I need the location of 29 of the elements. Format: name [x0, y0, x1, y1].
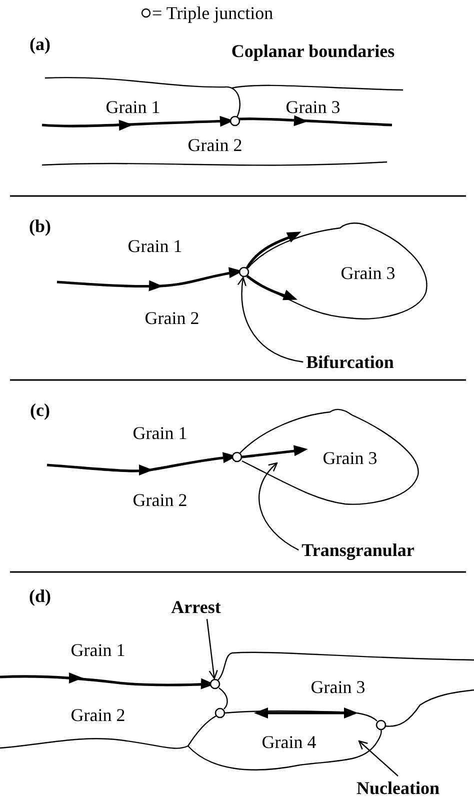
grain-label: Grain 3: [310, 677, 366, 697]
grain-label: Grain 1: [70, 640, 126, 660]
grain-label: Grain 1: [132, 423, 188, 443]
grain-label: Grain 1: [128, 236, 182, 256]
grain-label: Grain 3: [340, 263, 396, 283]
annotation-text: Nucleation: [356, 778, 440, 798]
panel-label: (b): [29, 216, 51, 236]
grain-label: Grain 3: [286, 97, 340, 117]
leader-line: [258, 462, 299, 551]
grain-label: Grain 2: [132, 490, 188, 510]
grain-label: Grain 3: [322, 448, 378, 468]
legend-text: = Triple junction: [152, 3, 274, 23]
annotation-text: Arrest: [171, 597, 221, 617]
grain-label: Grain 2: [144, 308, 200, 328]
leader-line: [206, 618, 218, 680]
grain-label: Grain 1: [106, 97, 160, 117]
grain-label: Grain 2: [70, 705, 126, 725]
leader-line: [238, 276, 304, 363]
grain-label: Grain 2: [188, 135, 242, 155]
triple-junction-symbol: [238, 266, 250, 278]
panel-label: (a): [30, 34, 50, 54]
grain-label: Grain 4: [262, 732, 316, 752]
panel-heading: Coplanar boundaries: [231, 41, 395, 61]
panel-label: (c): [30, 400, 50, 420]
annotation-text: Bifurcation: [306, 352, 394, 372]
panel-label: (d): [29, 586, 51, 606]
leader-line: [358, 740, 398, 776]
annotation-text: Transgranular: [302, 540, 414, 560]
triple-junction-symbol: [210, 678, 220, 690]
